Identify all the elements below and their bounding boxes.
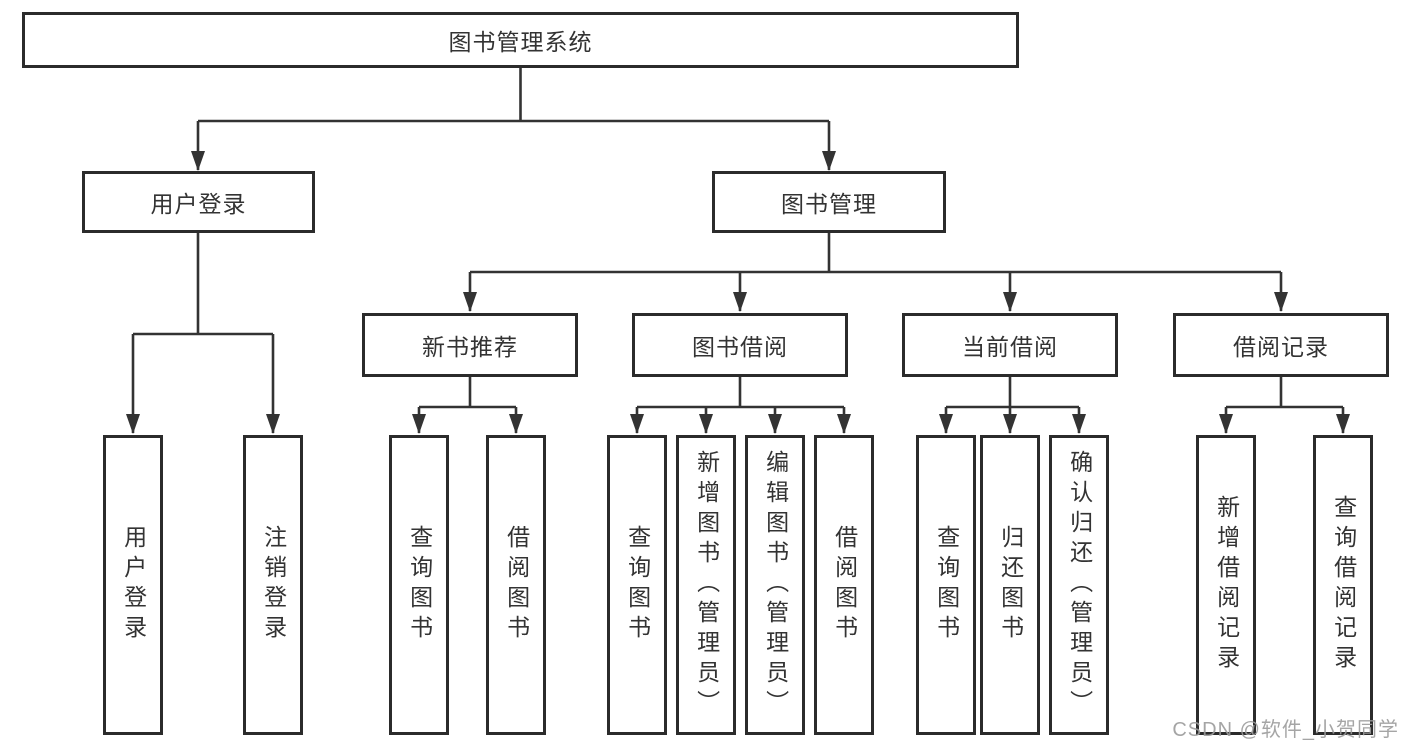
- leaf-cb-query-books-label: 查询图书: [933, 525, 960, 645]
- leaf-nb-borrow-books: 借阅图书: [486, 435, 546, 735]
- leaf-br-query-record: 查询借阅记录: [1313, 435, 1373, 735]
- leaf-br-add-record-label: 新增借阅记录: [1213, 495, 1240, 675]
- node-book-borrow-label: 图书借阅: [692, 334, 788, 360]
- leaf-cb-query-books: 查询图书: [916, 435, 976, 735]
- leaf-nb-query-books-label: 查询图书: [406, 525, 433, 645]
- connector-borrow-records-trunk: [1226, 377, 1343, 409]
- node-user-login: 用户登录: [82, 171, 315, 233]
- node-book-management-label: 图书管理: [781, 191, 877, 217]
- leaf-bb-query-books-label: 查询图书: [624, 525, 651, 645]
- leaf-br-query-record-label: 查询借阅记录: [1330, 495, 1357, 675]
- connector-new-book-trunk: [419, 377, 516, 409]
- csdn-watermark: CSDN @软件_小贺同学: [1172, 719, 1399, 741]
- leaf-bb-add-books-admin-label: 新增图书（管理员）: [693, 450, 720, 720]
- leaf-bb-edit-books-admin-label: 编辑图书（管理员）: [762, 450, 789, 720]
- leaf-nb-borrow-books-label: 借阅图书: [503, 525, 530, 645]
- leaf-cb-confirm-return-admin: 确认归还（管理员）: [1049, 435, 1109, 735]
- connector-current-borrow-trunk: [946, 377, 1079, 409]
- connector-book-borrow-trunk: [637, 377, 844, 409]
- node-root-label: 图书管理系统: [448, 29, 593, 55]
- node-book-management: 图书管理: [712, 171, 946, 233]
- node-user-login-label: 用户登录: [150, 191, 247, 217]
- connector-user-login-trunk: [133, 233, 273, 336]
- node-borrow-records: 借阅记录: [1173, 313, 1389, 377]
- leaf-cb-return-books-label: 归还图书: [997, 525, 1024, 645]
- leaf-logout-label: 注销登录: [260, 525, 287, 645]
- node-book-borrow: 图书借阅: [632, 313, 848, 377]
- node-root-library-system: 图书管理系统: [22, 12, 1019, 68]
- node-new-book-recommend: 新书推荐: [362, 313, 578, 377]
- leaf-user-login-label: 用户登录: [120, 525, 147, 645]
- connector-book-management-trunk: [470, 233, 1281, 274]
- connector-root-trunk: [198, 68, 829, 123]
- leaf-user-login: 用户登录: [103, 435, 163, 735]
- node-current-borrow: 当前借阅: [902, 313, 1118, 377]
- leaf-cb-return-books: 归还图书: [980, 435, 1040, 735]
- leaf-bb-edit-books-admin: 编辑图书（管理员）: [745, 435, 805, 735]
- leaf-bb-borrow-books-label: 借阅图书: [831, 525, 858, 645]
- leaf-nb-query-books: 查询图书: [389, 435, 449, 735]
- node-new-book-recommend-label: 新书推荐: [422, 334, 518, 360]
- leaf-logout: 注销登录: [243, 435, 303, 735]
- leaf-bb-add-books-admin: 新增图书（管理员）: [676, 435, 736, 735]
- leaf-br-add-record: 新增借阅记录: [1196, 435, 1256, 735]
- leaf-bb-borrow-books: 借阅图书: [814, 435, 874, 735]
- leaf-bb-query-books: 查询图书: [607, 435, 667, 735]
- node-borrow-records-label: 借阅记录: [1233, 334, 1329, 360]
- leaf-cb-confirm-return-admin-label: 确认归还（管理员）: [1066, 450, 1093, 720]
- node-current-borrow-label: 当前借阅: [962, 334, 1058, 360]
